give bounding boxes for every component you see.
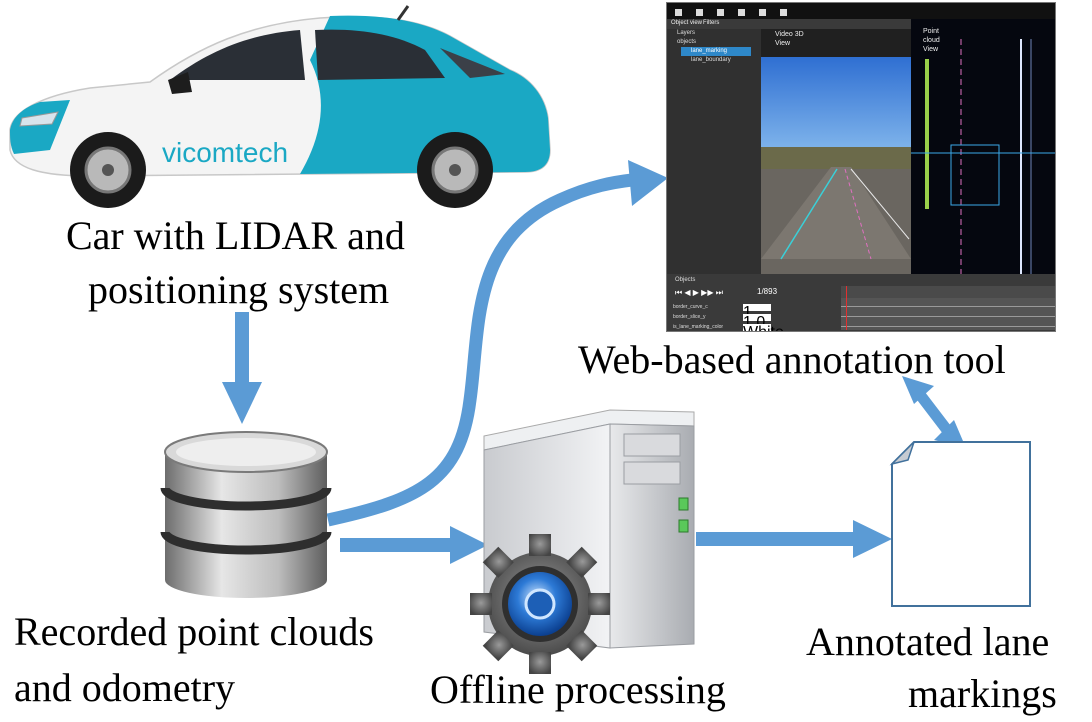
arrow-database-to-tool bbox=[326, 160, 668, 527]
property-label: border_curve_c bbox=[673, 304, 708, 310]
timeline-row-divider bbox=[841, 316, 1055, 317]
arrow-car-to-database bbox=[222, 312, 262, 424]
video-view-header bbox=[761, 29, 911, 57]
document-label-line-2: markings bbox=[908, 671, 1057, 716]
tree-item-lane-marking: lane_marking bbox=[681, 47, 751, 56]
annotation-tool-screenshot: Object view Filters Layers objects lane_… bbox=[666, 2, 1056, 332]
video-title-line-1: Video 3D bbox=[775, 31, 804, 38]
timeline-panel: Objects ⏮ ◀ ▶ ▶▶ ⏭ 1/893 border_curve_c … bbox=[667, 274, 1055, 331]
database-icon bbox=[160, 431, 332, 598]
cloud-title-line-2: cloud bbox=[923, 37, 940, 44]
car-label-line-2: positioning system bbox=[88, 267, 390, 312]
point-cloud-image bbox=[911, 39, 1055, 274]
keyboard-icon bbox=[759, 9, 766, 16]
car-logo: vicomtech bbox=[162, 137, 288, 168]
tree-item-objects: objects bbox=[677, 39, 697, 45]
tab-objects: Objects bbox=[675, 277, 696, 283]
road-camera-image bbox=[761, 57, 911, 274]
car-label-line-1: Car with LIDAR and bbox=[66, 213, 405, 258]
timeline-ruler bbox=[841, 286, 1055, 298]
settings-icon bbox=[780, 9, 787, 16]
tool-label: Web-based annotation tool bbox=[578, 337, 1006, 382]
point-cloud-title: Point cloud View bbox=[923, 27, 940, 54]
property-label: border_slice_y bbox=[673, 314, 706, 320]
timeline-cursor bbox=[846, 286, 847, 330]
arrow-server-to-document bbox=[696, 520, 892, 558]
tree-item-lane-boundary: lane_boundary bbox=[691, 57, 731, 63]
car-illustration: vicomtech bbox=[9, 5, 551, 208]
property-value: 1.0 bbox=[743, 314, 771, 331]
document-icon bbox=[889, 441, 1031, 607]
cloud-title-line-1: Point bbox=[923, 28, 939, 35]
server-label: Offline processing bbox=[430, 667, 726, 712]
tool-toolbar bbox=[667, 3, 1055, 19]
video-3d-view: Video 3D View bbox=[761, 29, 911, 274]
tab-filters: Filters bbox=[703, 20, 720, 26]
video-title-line-2: View bbox=[775, 40, 791, 47]
timeline-row-divider bbox=[841, 306, 1055, 307]
tab-object-view: Object view bbox=[671, 20, 703, 26]
video-view-title: Video 3D View bbox=[775, 30, 804, 48]
user-icon bbox=[675, 9, 682, 16]
frame-counter: 1/893 bbox=[757, 287, 778, 296]
database-label-line-1: Recorded point clouds bbox=[14, 609, 374, 654]
cloud-title-line-3: View bbox=[923, 46, 939, 53]
tree-item-layers: Layers bbox=[677, 30, 696, 36]
info-icon bbox=[738, 9, 745, 16]
save-icon bbox=[717, 9, 724, 16]
playback-controls: ⏮ ◀ ▶ ▶▶ ⏭ bbox=[675, 288, 723, 297]
tool-tabs bbox=[667, 19, 1055, 29]
property-value: 1 bbox=[743, 304, 771, 321]
property-label: is_lane_marking_color bbox=[673, 324, 724, 330]
gear-icon bbox=[470, 534, 610, 674]
arrow-database-to-server bbox=[340, 526, 488, 564]
timeline-row-divider bbox=[841, 326, 1055, 327]
arrow-tool-document-bidirectional bbox=[902, 376, 966, 448]
document-label-line-1: Annotated lane bbox=[806, 619, 1050, 664]
timeline-track bbox=[841, 286, 1055, 330]
copy-icon bbox=[696, 9, 703, 16]
database-label-line-2: and odometry bbox=[14, 665, 236, 710]
object-tree: Layers objects lane_marking lane_boundar… bbox=[667, 29, 762, 274]
point-cloud-view: Point cloud View bbox=[911, 19, 1055, 274]
property-value: White bbox=[743, 324, 784, 331]
